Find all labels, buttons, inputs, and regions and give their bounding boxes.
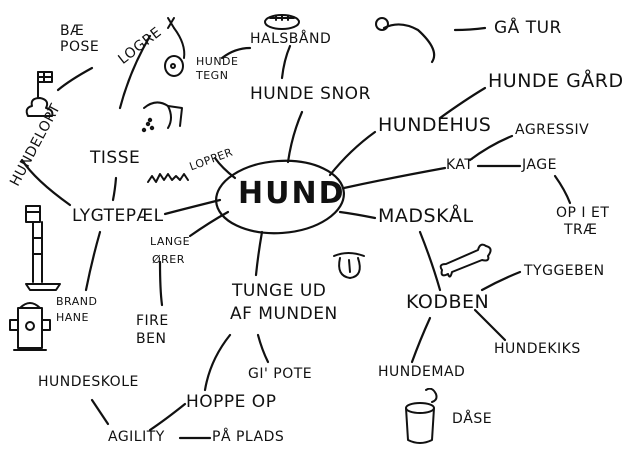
link-lygte-brand bbox=[84, 230, 102, 292]
link-hund-madskaal bbox=[338, 210, 377, 220]
tongue-icon bbox=[330, 248, 370, 289]
node-trae: TRÆ bbox=[564, 222, 598, 238]
link-kodben-hundekiks bbox=[473, 308, 507, 342]
node-gi-pote: GI' POTE bbox=[248, 366, 313, 382]
fleas-icon bbox=[146, 168, 192, 191]
link-hoppe-agility bbox=[148, 402, 187, 432]
collar-icon bbox=[262, 10, 302, 39]
node-hunde-gaard: HUNDE GÅRD bbox=[488, 70, 624, 92]
link-tunge-hoppe bbox=[203, 333, 232, 392]
node-tunge-ud-2: AF MUNDEN bbox=[230, 304, 338, 324]
poop-flag-icon bbox=[22, 68, 62, 127]
link-madskaal-kodben bbox=[418, 230, 442, 292]
link-tisse-lygte bbox=[111, 176, 118, 202]
link-hund-hundesnor bbox=[286, 110, 304, 164]
node-hundehus: HUNDEHUS bbox=[378, 114, 492, 136]
link-hundeskole-agility bbox=[90, 398, 110, 426]
leash-doodle-line bbox=[382, 23, 436, 64]
dog-sign-icon bbox=[160, 14, 200, 83]
link-hund-lopper bbox=[213, 156, 237, 180]
node-hunde-snor: HUNDE SNOR bbox=[250, 84, 371, 104]
link-logre bbox=[118, 34, 152, 110]
link-hundehus-hundegaard bbox=[438, 86, 487, 120]
node-pose: POSE bbox=[60, 39, 100, 55]
node-lygtepael: LYGTEPÆL bbox=[72, 206, 164, 226]
leash-icon bbox=[372, 14, 392, 39]
node-daase: DÅSE bbox=[452, 411, 493, 427]
link-gaa-tur bbox=[453, 26, 487, 32]
can-icon bbox=[402, 387, 448, 451]
node-ben: BEN bbox=[136, 331, 167, 347]
node-baa: BÆ bbox=[60, 23, 85, 39]
link-kat-agressiv bbox=[468, 134, 514, 162]
center-topic: HUND bbox=[238, 176, 346, 211]
link-pose bbox=[56, 66, 94, 92]
node-hundemad: HUNDEMAD bbox=[378, 364, 466, 380]
link-lange-fire bbox=[158, 260, 164, 307]
lamppost-icon bbox=[20, 202, 68, 299]
link-kodben-hundemad bbox=[410, 316, 432, 364]
link-hund-lygtepael bbox=[163, 198, 222, 216]
node-op-i-et: OP I ET bbox=[556, 205, 610, 221]
node-tunge-ud-1: TUNGE UD bbox=[232, 281, 327, 301]
node-madskaal: MADSKÅL bbox=[378, 205, 474, 227]
link-tunge-gipote bbox=[256, 333, 270, 364]
node-agressiv: AGRESSIV bbox=[515, 122, 590, 138]
node-kat: KAT bbox=[446, 157, 474, 173]
node-tyggeben: TYGGEBEN bbox=[524, 263, 605, 279]
node-hundeskole: HUNDESKOLE bbox=[38, 374, 139, 390]
node-agility: AGILITY bbox=[108, 429, 165, 445]
link-halsbaand-tegn bbox=[220, 46, 252, 60]
node-brand: BRAND bbox=[56, 295, 98, 308]
link-lort-lygte bbox=[20, 158, 72, 207]
node-hoppe-op: HOPPE OP bbox=[186, 392, 277, 412]
node-lange: LANGE bbox=[150, 235, 191, 248]
node-kodben: KODBEN bbox=[406, 291, 490, 313]
link-kodben-tyggeben bbox=[480, 270, 522, 292]
node-paa-plads: PÅ PLADS bbox=[212, 429, 285, 445]
node-halsbaand: HALSBÅND bbox=[250, 31, 332, 47]
node-hane: HANE bbox=[56, 311, 89, 324]
peeing-dog-icon bbox=[138, 96, 190, 141]
node-hundekiks: HUNDEKIKS bbox=[494, 341, 581, 357]
node-tisse: TISSE bbox=[90, 148, 141, 168]
link-hundesnor-halsbaand bbox=[280, 44, 292, 80]
bone-icon bbox=[438, 242, 494, 287]
node-oerer: ØRER bbox=[152, 253, 185, 266]
node-hunde-tegn-1: HUNDE bbox=[196, 55, 239, 68]
fire-hydrant-icon bbox=[8, 298, 52, 361]
node-fire: FIRE bbox=[136, 313, 169, 329]
node-hunde-tegn-2: TEGN bbox=[196, 69, 229, 82]
link-hund-lange bbox=[188, 210, 230, 238]
link-jage-trae bbox=[553, 174, 572, 205]
node-jage: JAGE bbox=[522, 157, 557, 173]
link-hund-kat bbox=[342, 166, 447, 190]
node-gaa-tur: GÅ TUR bbox=[494, 18, 562, 38]
link-hund-hundehus bbox=[328, 130, 377, 177]
link-hund-tunge bbox=[254, 230, 264, 277]
